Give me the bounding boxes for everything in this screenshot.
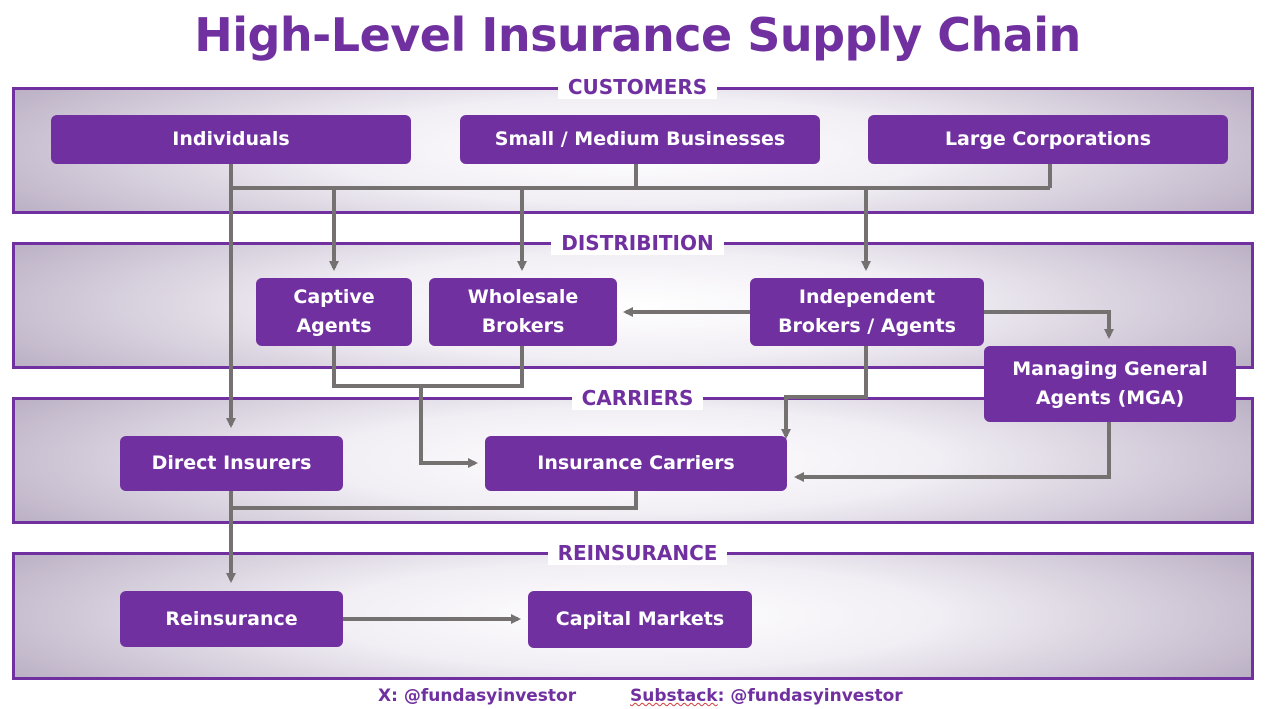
reinsurance-label: REINSURANCE [547, 541, 728, 565]
carriers-to-reinsurance-line [231, 491, 638, 510]
node-large-corporations: Large Corporations [868, 115, 1228, 164]
mga-to-carriers-arrow [794, 422, 1111, 482]
customers-band-label-wrap: CUSTOMERS [0, 74, 1275, 100]
captive-wholesale-to-carriers-arrow [332, 346, 524, 463]
carriers-label: CARRIERS [571, 386, 704, 410]
distribution-label: DISTRIBITION [551, 231, 724, 255]
customer-bus-line [231, 164, 1052, 190]
node-mga: Managing General Agents (MGA) [984, 346, 1236, 422]
node-wholesale-brokers: Wholesale Brokers [429, 278, 617, 346]
footer-x-handle: X: @fundasyinvestor [378, 686, 577, 706]
node-direct-insurers: Direct Insurers [120, 436, 343, 491]
node-individuals: Individuals [51, 115, 411, 164]
customers-label: CUSTOMERS [557, 75, 718, 99]
independent-to-mga-arrow [984, 310, 1114, 339]
node-captive-agents: Captive Agents [256, 278, 412, 346]
node-reinsurance: Reinsurance [120, 591, 343, 647]
node-insurance-carriers: Insurance Carriers [485, 436, 787, 491]
page-title: High-Level Insurance Supply Chain [194, 8, 1081, 62]
footer-substack-prefix: Substack [630, 686, 718, 706]
reinsurance-band-label-wrap: REINSURANCE [0, 540, 1275, 566]
distribution-band-label-wrap: DISTRIBITION [0, 230, 1275, 256]
footer-substack: Substack: @fundasyinvestor [630, 686, 903, 706]
carriers-band-label-wrap: CARRIERS [0, 385, 1275, 411]
independent-to-carriers-arrow [781, 346, 868, 439]
node-capital-markets: Capital Markets [528, 591, 752, 648]
node-small-medium-businesses: Small / Medium Businesses [460, 115, 820, 164]
footer-substack-handle: : @fundasyinvestor [717, 686, 903, 706]
node-independent-brokers: Independent Brokers / Agents [750, 278, 984, 346]
